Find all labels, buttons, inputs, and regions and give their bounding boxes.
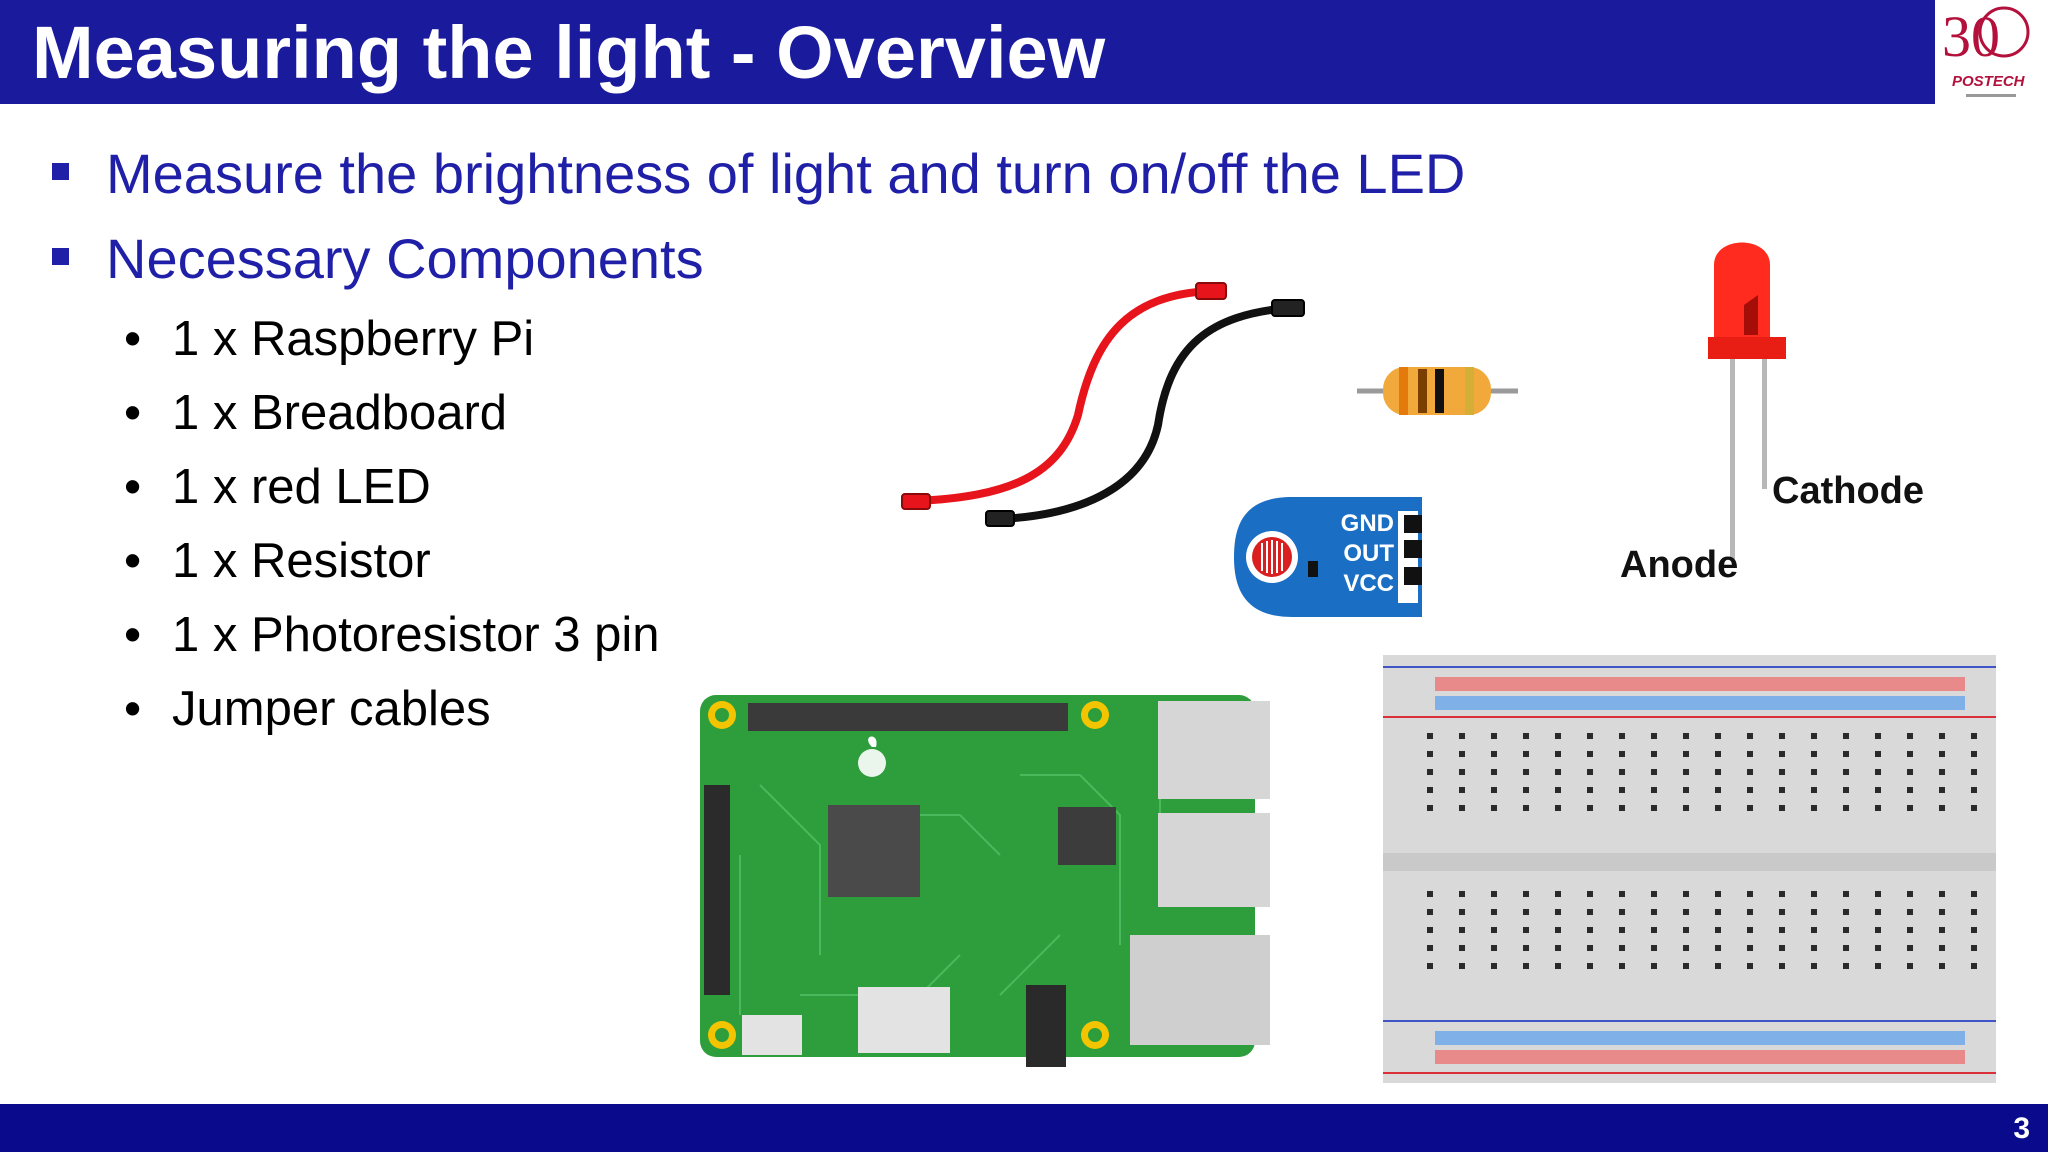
round-bullet-icon: •	[124, 460, 142, 514]
bullet-text: Necessary Components	[106, 227, 704, 290]
raspberry-pi-illustration	[700, 695, 1270, 1067]
photoresistor-module-illustration: GND OUT VCC	[1234, 497, 1422, 617]
component-item: • 1 x Resistor	[52, 530, 1612, 604]
round-bullet-icon: •	[124, 534, 142, 588]
slide-title: Measuring the light - Overview	[32, 11, 1106, 94]
gnd-pin-label: GND	[1341, 510, 1394, 537]
vcc-pin-label: VCC	[1343, 570, 1394, 597]
round-bullet-icon: •	[124, 386, 142, 440]
resistor-illustration	[1357, 367, 1518, 415]
breadboard-illustration	[1383, 655, 1996, 1083]
component-text: 1 x Resistor	[172, 534, 431, 588]
logo-name: POSTECH	[1952, 73, 2026, 90]
component-item: • 1 x Photoresistor 3 pin	[52, 604, 1612, 678]
component-item: • Jumper cables	[52, 678, 1612, 752]
postech-logo: 30 POSTECH	[1936, 0, 2048, 108]
bullet-item: Measure the brightness of light and turn…	[52, 138, 1612, 223]
page-number: 3	[2013, 1112, 2030, 1145]
round-bullet-icon: •	[124, 682, 142, 736]
component-item: • 1 x red LED	[52, 456, 1612, 530]
logo-number: 30	[1942, 4, 2000, 69]
title-bar: Measuring the light - Overview	[0, 0, 1935, 104]
round-bullet-icon: •	[124, 312, 142, 366]
component-text: Jumper cables	[172, 682, 491, 736]
red-led-illustration	[1708, 242, 1786, 559]
component-text: 1 x Breadboard	[172, 386, 508, 440]
anode-label: Anode	[1620, 544, 1739, 586]
component-text: 1 x Raspberry Pi	[172, 312, 535, 366]
bullet-text: Measure the brightness of light and turn…	[106, 142, 1466, 205]
square-bullet-icon	[52, 163, 69, 180]
jumper-cables-illustration	[901, 282, 1305, 527]
component-text: 1 x red LED	[172, 460, 431, 514]
square-bullet-icon	[52, 248, 69, 265]
component-text: 1 x Photoresistor 3 pin	[172, 608, 660, 662]
footer-bar: 3	[0, 1104, 2048, 1152]
bullet-list: Measure the brightness of light and turn…	[52, 138, 1612, 752]
component-item: • 1 x Raspberry Pi	[52, 308, 1612, 382]
out-pin-label: OUT	[1343, 540, 1394, 567]
round-bullet-icon: •	[124, 608, 142, 662]
cathode-label: Cathode	[1772, 470, 1924, 512]
component-item: • 1 x Breadboard	[52, 382, 1612, 456]
bullet-item: Necessary Components	[52, 223, 1612, 308]
